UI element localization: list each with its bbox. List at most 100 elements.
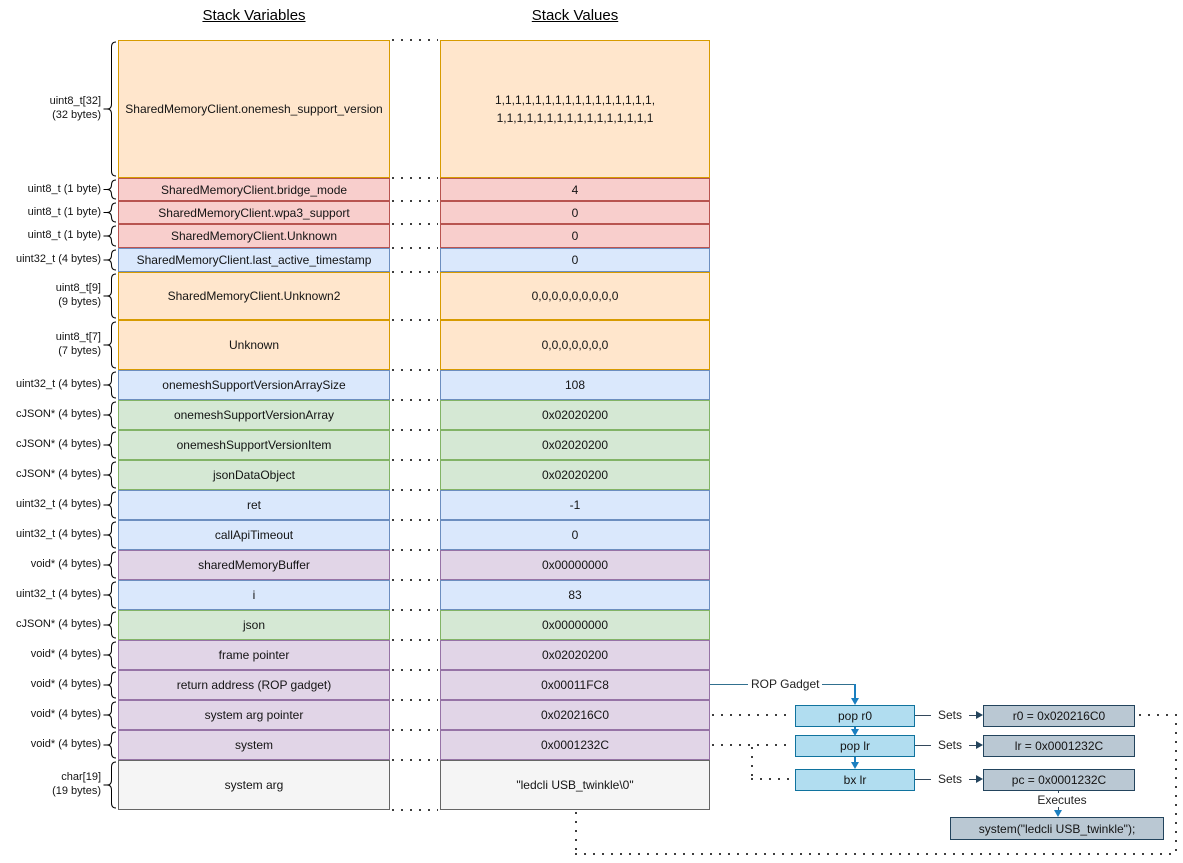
row-separator-dots bbox=[392, 271, 438, 273]
row-separator-dots bbox=[392, 489, 438, 491]
row-separator-dots bbox=[392, 399, 438, 401]
stack-value-box: 0x00011FC8 bbox=[440, 670, 710, 700]
arrow-down-icon bbox=[1054, 810, 1062, 817]
row-brace bbox=[103, 41, 117, 177]
stack-value-box: 0x00000000 bbox=[440, 550, 710, 580]
row-type-label: uint32_t (4 bytes) bbox=[16, 253, 101, 266]
row-brace bbox=[103, 641, 117, 669]
row-separator-dots bbox=[392, 699, 438, 701]
stack-var-box: SharedMemoryClient.Unknown bbox=[118, 224, 390, 248]
stack-var-box: onemeshSupportVersionArraySize bbox=[118, 370, 390, 400]
row-type-label: void* (4 bytes) bbox=[30, 708, 101, 721]
system-call-result-box: system("ledcli USB_twinkle"); bbox=[950, 817, 1164, 840]
flow-line bbox=[854, 727, 856, 730]
row-type-label: uint32_t (4 bytes) bbox=[16, 498, 101, 511]
row-brace bbox=[103, 249, 117, 271]
stack-var-box: return address (ROP gadget) bbox=[118, 670, 390, 700]
row-type-label: uint8_t (1 byte) bbox=[27, 229, 101, 242]
stack-var-box: SharedMemoryClient.bridge_mode bbox=[118, 178, 390, 201]
row-separator-dots bbox=[392, 609, 438, 611]
dotted-link-r0-right bbox=[1139, 714, 1177, 716]
row-type-label: void* (4 bytes) bbox=[30, 558, 101, 571]
row-brace bbox=[103, 431, 117, 459]
dotted-link-to-bx-lr bbox=[751, 778, 793, 780]
dotted-link-system-to-pop-lr bbox=[712, 744, 793, 746]
row-type-label: cJSON* (4 bytes) bbox=[16, 438, 101, 451]
row-type-label: uint32_t (4 bytes) bbox=[16, 528, 101, 541]
row-type-label: void* (4 bytes) bbox=[30, 648, 101, 661]
stack-var-box: Unknown bbox=[118, 320, 390, 370]
row-separator-dots bbox=[392, 319, 438, 321]
stack-value-box: 0 bbox=[440, 224, 710, 248]
rop-gadget-pop-r0: pop r0 bbox=[795, 705, 915, 727]
stack-value-box: 0x0001232C bbox=[440, 730, 710, 760]
row-type-label: cJSON* (4 bytes) bbox=[16, 408, 101, 421]
executes-label: Executes bbox=[1024, 793, 1100, 807]
register-r0-box: r0 = 0x020216C0 bbox=[983, 705, 1135, 727]
row-brace bbox=[103, 701, 117, 729]
row-separator-dots bbox=[392, 429, 438, 431]
stack-value-box: 0 bbox=[440, 201, 710, 224]
row-type-label: uint8_t[32] (32 bytes) bbox=[49, 95, 101, 121]
stack-var-box: onemeshSupportVersionArray bbox=[118, 400, 390, 430]
row-separator-dots bbox=[392, 549, 438, 551]
stack-value-box: 108 bbox=[440, 370, 710, 400]
row-brace bbox=[103, 521, 117, 549]
stack-var-box: ret bbox=[118, 490, 390, 520]
sets-label: Sets bbox=[931, 772, 969, 786]
stack-value-box: 0x02020200 bbox=[440, 640, 710, 670]
stack-value-box: 0x02020200 bbox=[440, 430, 710, 460]
stack-var-box: callApiTimeout bbox=[118, 520, 390, 550]
row-brace bbox=[103, 581, 117, 609]
sets-label: Sets bbox=[931, 738, 969, 752]
row-type-label: uint8_t (1 byte) bbox=[27, 182, 101, 195]
row-brace bbox=[103, 202, 117, 223]
sets-label: Sets bbox=[931, 708, 969, 722]
arrow-right-icon bbox=[976, 741, 983, 749]
row-separator-dots bbox=[392, 223, 438, 225]
row-type-label: uint8_t[7] (7 bytes) bbox=[55, 331, 101, 357]
row-brace bbox=[103, 273, 117, 319]
row-brace bbox=[103, 401, 117, 429]
row-type-label: uint32_t (4 bytes) bbox=[16, 378, 101, 391]
row-separator-dots bbox=[392, 459, 438, 461]
row-separator-dots bbox=[392, 669, 438, 671]
stack-value-box: 0x00000000 bbox=[440, 610, 710, 640]
row-brace bbox=[103, 551, 117, 579]
stack-var-box: onemeshSupportVersionItem bbox=[118, 430, 390, 460]
stack-value-box: 0x02020200 bbox=[440, 400, 710, 430]
row-type-label: void* (4 bytes) bbox=[30, 738, 101, 751]
row-separator-dots bbox=[392, 639, 438, 641]
row-type-label: uint8_t[9] (9 bytes) bbox=[55, 282, 101, 308]
row-brace bbox=[103, 179, 117, 200]
row-separator-dots bbox=[392, 579, 438, 581]
stack-var-box: jsonDataObject bbox=[118, 460, 390, 490]
row-separator-dots bbox=[392, 39, 438, 41]
stack-var-box: SharedMemoryClient.onemesh_support_versi… bbox=[118, 40, 390, 178]
row-separator-dots bbox=[392, 247, 438, 249]
row-brace bbox=[103, 491, 117, 519]
row-brace bbox=[103, 731, 117, 759]
row-brace bbox=[103, 761, 117, 809]
stack-values-header: Stack Values bbox=[531, 6, 619, 24]
stack-value-box: 0 bbox=[440, 520, 710, 550]
stack-value-box: 0x020216C0 bbox=[440, 700, 710, 730]
row-separator-dots bbox=[392, 519, 438, 521]
stack-variables-header: Stack Variables bbox=[202, 6, 306, 24]
row-type-label: uint32_t (4 bytes) bbox=[16, 588, 101, 601]
row-type-label: char[19] (19 bytes) bbox=[52, 771, 101, 797]
row-brace bbox=[103, 671, 117, 699]
stack-var-box: system arg pointer bbox=[118, 700, 390, 730]
row-brace bbox=[103, 225, 117, 247]
stack-value-box: 83 bbox=[440, 580, 710, 610]
stack-var-box: system bbox=[118, 730, 390, 760]
row-type-label: void* (4 bytes) bbox=[30, 678, 101, 691]
row-type-label: cJSON* (4 bytes) bbox=[16, 468, 101, 481]
row-brace bbox=[103, 461, 117, 489]
stack-var-box: SharedMemoryClient.Unknown2 bbox=[118, 272, 390, 320]
stack-var-box: sharedMemoryBuffer bbox=[118, 550, 390, 580]
stack-value-box: "ledcli USB_twinkle\0" bbox=[440, 760, 710, 810]
row-separator-dots bbox=[392, 177, 438, 179]
stack-var-box: json bbox=[118, 610, 390, 640]
